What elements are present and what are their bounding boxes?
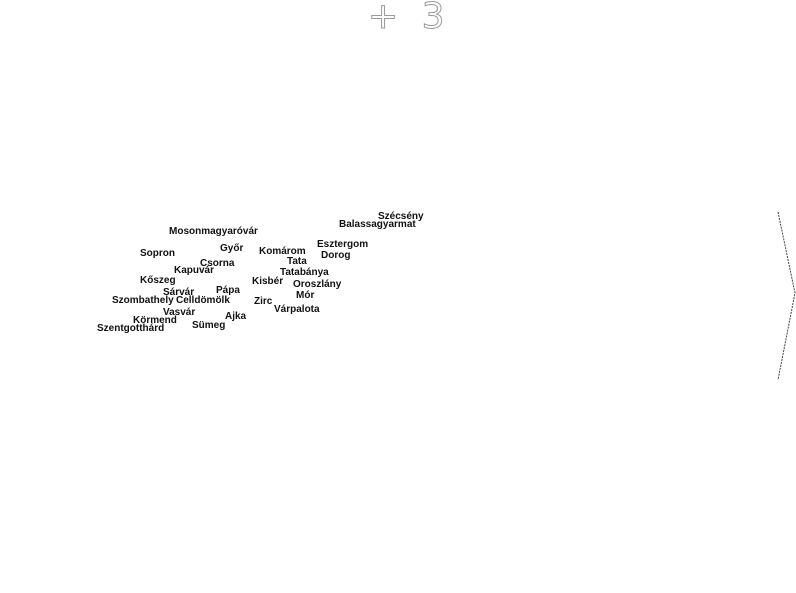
city-label: Esztergom bbox=[317, 239, 369, 250]
city-label: Celldömölk bbox=[176, 295, 230, 306]
city-label: Dorog bbox=[321, 250, 351, 261]
city-label: Komárom bbox=[259, 246, 306, 257]
city-label: Sárvár bbox=[163, 287, 195, 298]
zoom-level-label: + 3 bbox=[368, 0, 451, 38]
city-label: Csorna bbox=[200, 258, 235, 269]
city-label: Tata bbox=[287, 256, 307, 267]
city-label: Tatabánya bbox=[280, 267, 329, 278]
city-label: Szécsény bbox=[378, 211, 424, 222]
city-label: Zirc bbox=[254, 296, 273, 307]
city-label: Kapuvár bbox=[174, 265, 215, 276]
city-label: Kisbér bbox=[252, 276, 284, 287]
city-label: Várpalota bbox=[274, 304, 320, 315]
city-label: Szombathely bbox=[112, 295, 174, 306]
city-label: Körmend bbox=[133, 315, 177, 326]
city-label: Mosonmagyaróvár bbox=[169, 226, 258, 237]
city-label: Balassagyarmat bbox=[339, 219, 416, 230]
city-label: Sopron bbox=[140, 248, 175, 259]
city-label: Győr bbox=[220, 243, 244, 254]
city-label: Mór bbox=[296, 290, 315, 301]
city-label: Oroszlány bbox=[293, 279, 342, 290]
city-label: Ajka bbox=[225, 311, 247, 322]
city-label: Kőszeg bbox=[140, 275, 176, 286]
next-chevron-icon[interactable] bbox=[770, 210, 796, 382]
city-label: Vasvár bbox=[163, 307, 196, 318]
city-label: Pápa bbox=[216, 285, 240, 296]
city-label: Sümeg bbox=[192, 320, 226, 331]
city-label: Szentgotthárd bbox=[97, 323, 165, 334]
